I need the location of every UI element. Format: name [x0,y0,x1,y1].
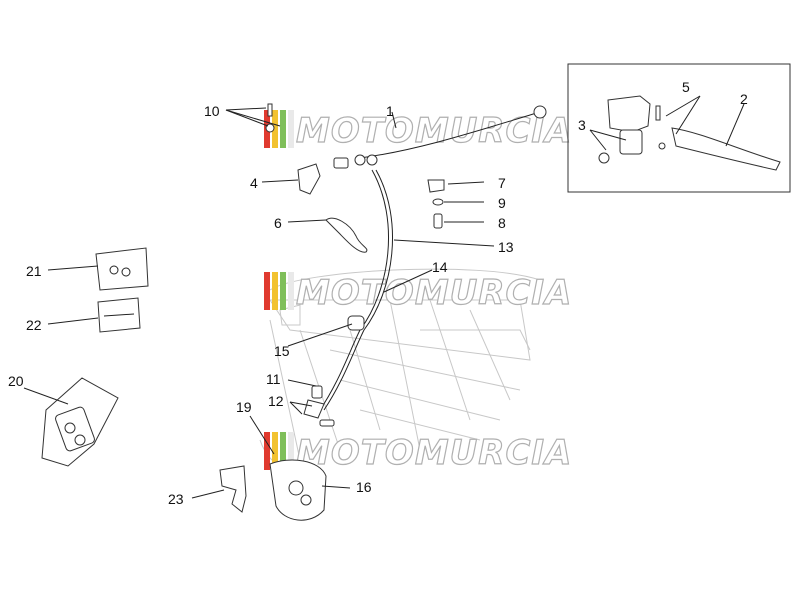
callout-8: 8 [498,215,506,231]
brake-hose-assembly [265,103,547,419]
callout-3: 3 [578,117,586,133]
callout-2: 2 [740,91,748,107]
callout-4: 4 [250,175,258,191]
pad-kit-22 [97,297,141,333]
callout-9: 9 [498,195,506,211]
callout-11: 11 [266,371,281,387]
callout-6: 6 [274,215,282,231]
brake-caliper [269,419,335,521]
watermark-middle: MOTOMURCIA [264,272,572,314]
callout-labels: 10 1 4 6 7 9 8 13 14 15 11 12 19 16 23 2… [8,79,748,507]
callout-1: 1 [386,103,394,119]
callout-15: 15 [274,343,290,359]
callout-7: 7 [498,175,506,191]
callout-22: 22 [26,317,42,333]
leader-lines [23,107,495,499]
watermark-text: MOTOMURCIA [296,111,572,151]
bracket-part [219,465,247,513]
watermark-text: MOTOMURCIA [296,273,572,313]
callout-19: 19 [236,399,252,415]
callout-21: 21 [26,263,42,279]
callout-20: 20 [8,373,24,389]
callout-13: 13 [498,239,514,255]
master-cylinder-inset [567,63,791,193]
watermark-bottom: MOTOMURCIA [264,432,572,474]
pad-kit-20 [41,377,119,467]
callout-5: 5 [682,79,690,95]
callout-23: 23 [168,491,184,507]
callout-16: 16 [356,479,372,495]
callout-10: 10 [204,103,220,119]
watermark-text: MOTOMURCIA [296,433,572,473]
watermark-top: MOTOMURCIA [264,110,572,152]
pad-kit-21 [95,247,149,291]
callout-14: 14 [432,259,448,275]
callout-12: 12 [268,393,284,409]
